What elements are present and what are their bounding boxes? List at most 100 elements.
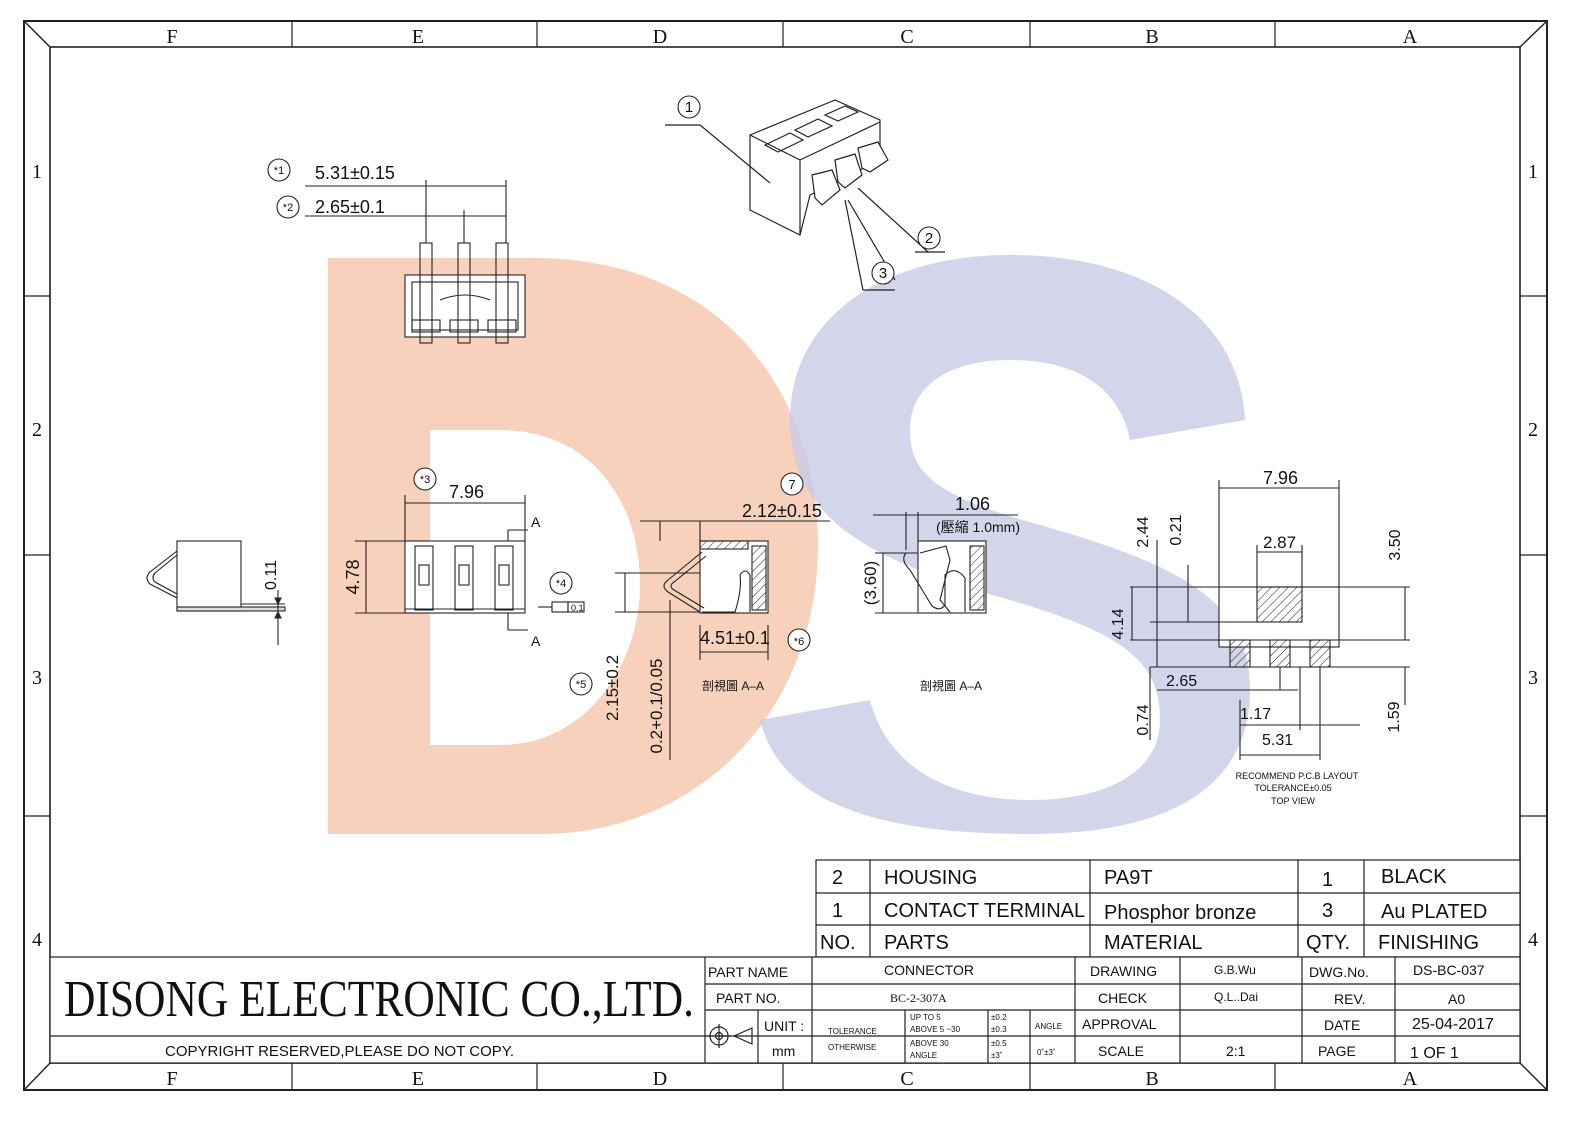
side-view xyxy=(146,540,286,645)
tol-angle: ANGLE xyxy=(910,1051,937,1060)
pcb-dim-2-65: 2.65 xyxy=(1166,673,1197,690)
dim-1-06-note: (壓縮 1.0mm) xyxy=(936,519,1020,535)
section-view-1 xyxy=(615,520,830,760)
col-label-top-e: E xyxy=(412,26,424,48)
note-2-marker: *2 xyxy=(283,202,293,214)
tolerance-otherwise: OTHERWISE xyxy=(828,1043,876,1052)
page-label: PAGE xyxy=(1318,1043,1356,1059)
callout-1: 1 xyxy=(685,99,693,116)
rev-value: A0 xyxy=(1448,991,1465,1007)
tol-up-to-5: UP TO 5 xyxy=(910,1013,941,1022)
pcb-dim-2-87: 2.87 xyxy=(1263,533,1296,552)
top-view xyxy=(305,180,526,344)
part-name-value: CONNECTOR xyxy=(884,962,974,978)
col-label-top-f: F xyxy=(166,26,177,48)
pcb-dim-2-44: 2.44 xyxy=(1135,516,1152,547)
page-value: 1 OF 1 xyxy=(1410,1045,1459,1062)
bom-row-1-qty: 1 xyxy=(1322,869,1333,891)
callout-2: 2 xyxy=(925,230,933,247)
col-label-top-b: B xyxy=(1145,26,1158,48)
front-view xyxy=(355,495,585,631)
scale-label: SCALE xyxy=(1098,1043,1144,1059)
tol-angle-value: ±3˚ xyxy=(991,1051,1003,1060)
bom-row-2-part: CONTACT TERMINAL xyxy=(884,900,1085,922)
dim-2-12: 2.12±0.15 xyxy=(742,501,822,521)
dim-front-4-78: 4.78 xyxy=(343,559,363,594)
section-mark-a-bottom: A xyxy=(531,633,541,649)
pcb-caption-1: RECOMMEND P.C.B LAYOUT xyxy=(1236,771,1359,781)
row-label-left-2: 2 xyxy=(32,419,42,441)
note-5-marker: *5 xyxy=(576,679,586,691)
drawing-label: DRAWING xyxy=(1090,963,1157,979)
bom-row-2-material: Phosphor bronze xyxy=(1104,902,1256,924)
col-label-bottom-b: B xyxy=(1145,1068,1158,1090)
tol-above-30-value: ±0.5 xyxy=(991,1039,1007,1048)
col-label-bottom-a: A xyxy=(1403,1068,1418,1090)
tol-above-30: ABOVE 30 xyxy=(910,1039,949,1048)
tol-up-to-5-value: ±0.2 xyxy=(991,1013,1007,1022)
row-label-left-3: 3 xyxy=(32,667,42,689)
pcb-layout xyxy=(1130,480,1410,760)
watermark-d xyxy=(328,258,818,834)
row-label-left-4: 4 xyxy=(32,929,42,951)
dim-0-11: 0.11 xyxy=(263,560,280,590)
drawing-value: G.B.Wu xyxy=(1214,963,1256,977)
dim-2-65: 2.65±0.1 xyxy=(315,197,385,217)
row-label-right-3: 3 xyxy=(1528,667,1538,689)
bom-row-1-finish: BLACK xyxy=(1381,866,1447,888)
dim-1-06: 1.06 xyxy=(955,494,990,514)
dim-0-2: 0.2+0.1/0.05 xyxy=(647,658,666,753)
dim-2-15: 2.15±0.2 xyxy=(603,655,622,721)
check-label: CHECK xyxy=(1098,990,1148,1006)
callout-3: 3 xyxy=(879,265,887,282)
date-value: 25-04-2017 xyxy=(1412,1016,1494,1033)
pcb-dim-4-14: 4.14 xyxy=(1110,608,1127,639)
watermark-s xyxy=(760,255,1250,834)
bom-row-1-material: PA9T xyxy=(1104,867,1153,889)
rev-label: REV. xyxy=(1334,991,1365,1007)
scale-value: 2:1 xyxy=(1226,1043,1246,1059)
pcb-dim-3-50: 3.50 xyxy=(1387,529,1404,560)
col-label-top-a: A xyxy=(1403,26,1418,48)
bom-row-2-finish: Au PLATED xyxy=(1381,901,1487,923)
pcb-dim-0-21: 0.21 xyxy=(1168,514,1185,545)
col-label-bottom-d: D xyxy=(653,1068,667,1090)
bom-header-part: PARTS xyxy=(884,932,949,954)
bom-row-1-no: 2 xyxy=(832,867,843,889)
bom-header-material: MATERIAL xyxy=(1104,932,1203,954)
pcb-dim-0-74: 0.74 xyxy=(1135,704,1152,735)
col-label-bottom-f: F xyxy=(166,1068,177,1090)
dim-4-51: 4.51±0.1 xyxy=(700,628,770,648)
col-label-bottom-e: E xyxy=(412,1068,424,1090)
col-label-top-d: D xyxy=(653,26,667,48)
unit-value: mm xyxy=(772,1043,795,1059)
section-view-2 xyxy=(873,512,1018,614)
pcb-dim-1-17: 1.17 xyxy=(1240,706,1271,723)
title-block xyxy=(49,956,1521,1064)
tolerance-label: TOLERANCE xyxy=(828,1027,877,1036)
dwg-no-label: DWG.No. xyxy=(1309,964,1369,980)
part-name-label: PART NAME xyxy=(708,964,788,980)
note-7-marker: 7 xyxy=(788,477,795,492)
iso-view xyxy=(665,99,945,291)
pcb-dim-5-31: 5.31 xyxy=(1262,732,1293,749)
section-mark-a-top: A xyxy=(531,514,541,530)
note-3-marker: *3 xyxy=(420,474,430,486)
note-6-marker: *6 xyxy=(794,636,804,648)
part-no-value: BC-2-307A xyxy=(890,991,947,1005)
copyright-notice: COPYRIGHT RESERVED,PLEASE DO NOT COPY. xyxy=(165,1043,514,1060)
bom-header-no: NO. xyxy=(820,932,856,954)
tol-5-30: ABOVE 5 ~30 xyxy=(910,1025,961,1034)
tol-5-30-value: ±0.3 xyxy=(991,1025,1007,1034)
check-value: Q.L..Dai xyxy=(1214,990,1258,1004)
bom-row-2-no: 1 xyxy=(832,900,843,922)
col-label-bottom-c: C xyxy=(900,1068,913,1090)
iso-callouts xyxy=(677,95,941,285)
bom-header-qty: QTY. xyxy=(1306,932,1350,954)
bom-row-1-part: HOUSING xyxy=(884,867,977,889)
row-label-right-2: 2 xyxy=(1528,419,1538,441)
flatness-tolerance: 0.1 xyxy=(571,603,584,613)
dim-front-7-96: 7.96 xyxy=(449,482,484,502)
section-1-title: 剖視圖 A–A xyxy=(702,678,764,693)
bom-table xyxy=(815,859,1521,958)
